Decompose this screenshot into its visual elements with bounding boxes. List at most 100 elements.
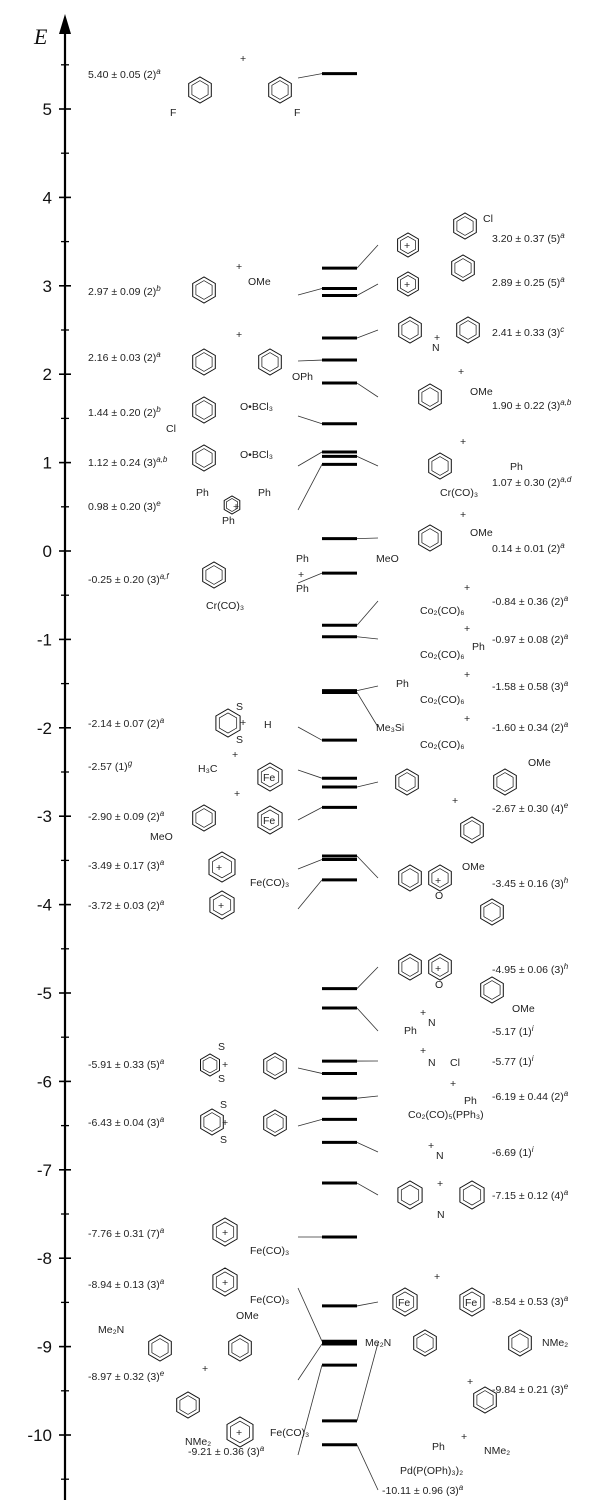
structure-fragment-text: Cr(CO)₃	[206, 600, 244, 612]
connector-line	[356, 966, 379, 989]
aromatic-ring-inner	[456, 216, 474, 236]
aromatic-ring	[428, 452, 452, 480]
right-value-label: -6.69 (1)i	[492, 1145, 534, 1159]
left-value-label: -6.43 ± 0.04 (3)a	[88, 1115, 165, 1129]
value-text: 2.89 ± 0.25 (5)	[492, 277, 560, 289]
connector-line	[356, 781, 379, 788]
connector-line	[356, 283, 379, 296]
footnote-mark: a	[560, 541, 565, 550]
aromatic-ring	[395, 768, 419, 796]
structure-fragment-text: Co₂(CO)₆	[420, 739, 464, 751]
value-text: 0.98 ± 0.20 (3)	[88, 501, 156, 513]
left-value-label: -5.91 ± 0.33 (5)a	[88, 1057, 165, 1071]
aromatic-ring	[480, 976, 504, 1004]
aromatic-ring	[192, 348, 216, 376]
connector-line	[297, 1067, 323, 1074]
structure-fragment-text: Ph	[464, 1095, 477, 1107]
connector-line	[297, 769, 323, 779]
structure-fragment-text: +	[298, 569, 304, 581]
structure-fragment-text: +	[428, 1140, 434, 1152]
aromatic-ring-inner	[463, 820, 481, 840]
right-value-label: 2.41 ± 0.33 (3)c	[492, 325, 564, 339]
aromatic-ring-inner	[511, 1333, 529, 1353]
tick-label: 1	[43, 454, 52, 473]
footnote-mark: a	[564, 594, 569, 603]
footnote-mark: a	[160, 1115, 165, 1124]
aromatic-ring	[200, 1053, 220, 1077]
footnote-mark: a	[564, 1294, 569, 1303]
tick-label: -9	[37, 1338, 52, 1357]
aromatic-ring-inner	[212, 855, 232, 879]
aromatic-ring-inner	[421, 387, 439, 407]
footnote-mark: a	[260, 1444, 265, 1453]
aromatic-ring	[397, 1180, 423, 1210]
value-text: 0.14 ± 0.01 (2)	[492, 543, 560, 555]
left-value-label: -3.49 ± 0.17 (3)a	[88, 858, 165, 872]
value-text: -7.76 ± 0.31 (7)	[88, 1228, 160, 1240]
aromatic-ring-inner	[151, 1338, 169, 1358]
aromatic-ring	[493, 768, 517, 796]
connector-line	[356, 537, 379, 540]
structure-fragment-text: +	[437, 1178, 443, 1190]
structure-fragment-text: S	[220, 1134, 227, 1146]
value-text: 1.12 ± 0.24 (3)	[88, 457, 156, 469]
aromatic-ring	[418, 524, 442, 552]
structure-fragment-text: Ph	[196, 487, 209, 499]
connector-line	[356, 1142, 379, 1153]
structure-fragment-text: N	[428, 1017, 436, 1029]
aromatic-ring-inner	[226, 498, 238, 512]
connector-line	[297, 572, 323, 584]
structure-fragment-text: OMe	[528, 757, 551, 769]
structure-fragment-text: OMe	[462, 861, 485, 873]
aromatic-ring	[148, 1334, 172, 1362]
structure-fragment-text: Fe	[263, 772, 275, 784]
structure-fragment-text: +	[420, 1007, 426, 1019]
structure-fragment-text: +	[435, 963, 441, 975]
structure-fragment-text: Fe(CO)₃	[250, 1245, 289, 1257]
structure-fragment-text: Fe	[465, 1297, 477, 1309]
value-text: 2.41 ± 0.33 (3)	[492, 327, 560, 339]
structure-fragment-text: +	[450, 1078, 456, 1090]
structure-fragment-text: F	[170, 107, 176, 119]
connector-line	[297, 464, 323, 511]
structure-fragment-text: +	[218, 900, 224, 912]
structure-fragment-text: S	[220, 1099, 227, 1111]
aromatic-ring-inner	[400, 235, 416, 255]
connector-line	[356, 1007, 379, 1032]
structure-fragment-text: +	[435, 875, 441, 887]
connector-line	[297, 73, 323, 79]
structure-fragment-text: H₃C	[198, 763, 218, 775]
aromatic-ring-inner	[476, 1390, 494, 1410]
structure-fragment-text: Cr(CO)₃	[440, 487, 478, 499]
tick-label: -1	[37, 630, 52, 649]
structure-fragment-text: MeO	[150, 831, 173, 843]
footnote-mark: a	[160, 809, 165, 818]
aromatic-ring	[392, 1287, 418, 1317]
connector-line	[356, 244, 379, 269]
structure-fragment-text: Fe(CO)₃	[250, 877, 289, 889]
aromatic-ring-inner	[203, 1112, 221, 1132]
structure-fragment-text: Me₂N	[98, 1324, 124, 1336]
footnote-mark: a,b	[156, 455, 168, 464]
aromatic-ring	[456, 316, 480, 344]
aromatic-ring	[192, 444, 216, 472]
footnote-mark: g	[128, 759, 133, 768]
footnote-mark: h	[564, 962, 569, 971]
aromatic-ring	[192, 396, 216, 424]
footnote-mark: e	[564, 801, 569, 810]
right-value-label: -9.84 ± 0.21 (3)e	[492, 1382, 569, 1396]
aromatic-ring	[192, 276, 216, 304]
structure-fragment-text: +	[452, 795, 458, 807]
connector-line	[356, 685, 379, 692]
aromatic-ring-inner	[212, 894, 232, 916]
structure-fragment-text: S	[218, 1073, 225, 1085]
axis-arrow-icon	[59, 14, 71, 34]
right-value-label: -1.58 ± 0.58 (3)a	[492, 679, 569, 693]
aromatic-ring	[508, 1329, 532, 1357]
value-text: -6.43 ± 0.04 (3)	[88, 1117, 160, 1129]
structure-fragment-text: O•BCl₃	[240, 449, 273, 461]
left-value-label: 2.16 ± 0.03 (2)a	[88, 350, 161, 364]
structure-fragment-text: S	[218, 1041, 225, 1053]
aromatic-ring	[223, 495, 241, 515]
tick-label: 2	[43, 365, 52, 384]
